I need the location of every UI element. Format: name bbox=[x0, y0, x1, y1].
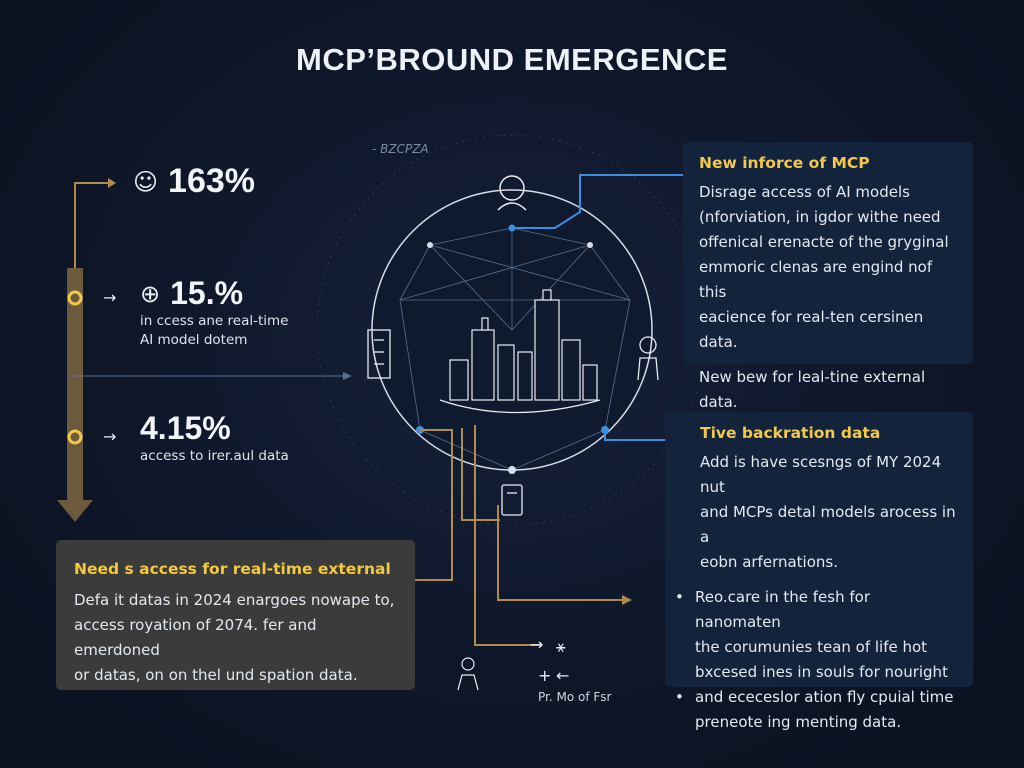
stat-3: 4.15% access to irer.aul data bbox=[140, 410, 289, 466]
panel-top-right: New inforce of MCP Disrage access of AI … bbox=[683, 142, 973, 411]
device-icon bbox=[501, 484, 523, 516]
panel-bottom-left: Need s access for real-time external Def… bbox=[56, 540, 415, 690]
marker-ring bbox=[67, 290, 83, 306]
page-title: MCP’BROUND EMERGENCE bbox=[296, 42, 728, 77]
bullet-dot: • bbox=[675, 588, 684, 606]
marker-ring bbox=[67, 429, 83, 445]
panel-bottom-left-line: access royation of 2074. fer and emerdon… bbox=[74, 616, 317, 659]
arrow-glyph: → bbox=[103, 427, 116, 446]
globe-icon: ⊕ bbox=[140, 279, 161, 308]
stat-3-sub-1: access to irer.aul data bbox=[140, 448, 289, 464]
building-icon bbox=[367, 329, 391, 379]
small-figure-icon bbox=[457, 657, 479, 691]
blue-connector-bottom bbox=[604, 430, 665, 441]
robot-icon bbox=[637, 336, 659, 381]
panel-bottom-right-intro: Add is have scesngs of MY 2024 nut bbox=[700, 453, 942, 496]
tan-connectors bbox=[415, 425, 625, 646]
stat-1-value: 163% bbox=[168, 162, 255, 200]
panel-bottom-left-title: Need s access for real-time external bbox=[74, 560, 391, 578]
panel-bottom-right-intro: eobn arfernations. bbox=[700, 553, 838, 571]
bullet-line: the corumunies tean of life hot bbox=[695, 638, 928, 656]
stat-2: ⊕ 15.% in ccess ane real-time AI model d… bbox=[140, 275, 289, 350]
bullet-line: Reo.care in the fesh for nanomaten bbox=[695, 588, 870, 631]
panel-top-right-title: New inforce of MCP bbox=[699, 154, 870, 172]
panel-bottom-left-line: or datas, on on thel und spation data. bbox=[74, 666, 358, 684]
network-lines bbox=[399, 227, 631, 471]
stat-2-value: 15.% bbox=[170, 275, 244, 311]
left-vertical-arrow bbox=[57, 178, 116, 522]
bullet-dot: • bbox=[675, 688, 684, 706]
stat-2-sub-1: in ccess ane real-time bbox=[140, 313, 289, 329]
stat-2-sub-2: AI model dotem bbox=[140, 332, 248, 348]
blue-connector-top bbox=[512, 174, 683, 229]
panel-bottom-right: Tive backration data Add is have scesngs… bbox=[665, 412, 973, 731]
stat-3-value: 4.15% bbox=[140, 410, 231, 446]
panel-bottom-right-title: Tive backration data bbox=[700, 424, 881, 442]
arrow-glyph: → bbox=[530, 635, 543, 654]
plus-glyph: + bbox=[538, 666, 551, 685]
bullet-line: preneote ing menting data. bbox=[695, 713, 902, 731]
panel-bottom-left-line: Defa it datas in 2024 enargoes nowape to… bbox=[74, 591, 395, 609]
arrow-glyph: ← bbox=[556, 666, 569, 685]
bullet-line: and ececeslor ation fly cpuial time bbox=[695, 688, 954, 706]
bullet-item: • Reo.care in the fesh for nanomaten the… bbox=[675, 585, 957, 685]
people-icon: ☺ bbox=[133, 167, 159, 196]
stat-1: ☺ 163% bbox=[133, 162, 255, 201]
panel-top-right-line: emmoric clenas are engind nof this bbox=[699, 258, 933, 301]
panel-top-right-footer: New bew for leal-tine external data. bbox=[699, 368, 926, 411]
bullet-line: bxcesed ines in souls for nouright bbox=[695, 663, 948, 681]
bullet-item: • and ececeslor ation fly cpuial time pr… bbox=[675, 685, 957, 735]
panel-bottom-right-intro: and MCPs detal models arocess in a bbox=[700, 503, 956, 546]
panel-top-right-line: offenical erenacte of the gryginal bbox=[699, 233, 949, 251]
panel-top-right-line: (nforviation, in igdor withe need bbox=[699, 208, 941, 226]
panel-top-right-line: eacience for real-ten cersinen data. bbox=[699, 308, 924, 351]
diagram-top-label: - BZCPZA bbox=[372, 142, 429, 156]
network-glyph: ⚹ bbox=[556, 637, 566, 656]
panel-top-right-line: Disrage access of AI models bbox=[699, 183, 910, 201]
arrow-glyph: → bbox=[103, 288, 116, 307]
bottom-label: Pr. Mo of Fsr bbox=[538, 690, 612, 704]
person-icon bbox=[497, 175, 527, 211]
city-skyline bbox=[439, 289, 601, 414]
